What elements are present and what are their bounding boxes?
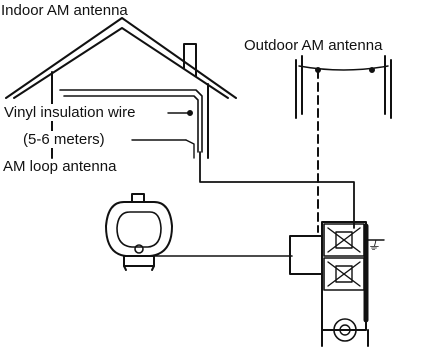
vinyl-wire-leaders xyxy=(131,110,195,159)
indoor-am-antenna-label: Indoor AM antenna xyxy=(1,2,128,19)
indoor-antenna-wire xyxy=(59,89,203,153)
vinyl-insulation-wire-label: Vinyl insulation wire xyxy=(3,104,137,121)
ground-symbol-icon: ⏚ xyxy=(367,238,381,253)
am-loop-antenna-label: AM loop antenna xyxy=(3,158,117,175)
indoor-antenna-downlead xyxy=(199,151,355,229)
loop-antenna-icon xyxy=(105,193,173,271)
wire-length-label: (5-6 meters) xyxy=(22,131,106,148)
outdoor-antenna-icon xyxy=(295,55,392,233)
receiver-terminal-block xyxy=(289,221,385,347)
outdoor-am-antenna-label: Outdoor AM antenna xyxy=(243,37,384,54)
